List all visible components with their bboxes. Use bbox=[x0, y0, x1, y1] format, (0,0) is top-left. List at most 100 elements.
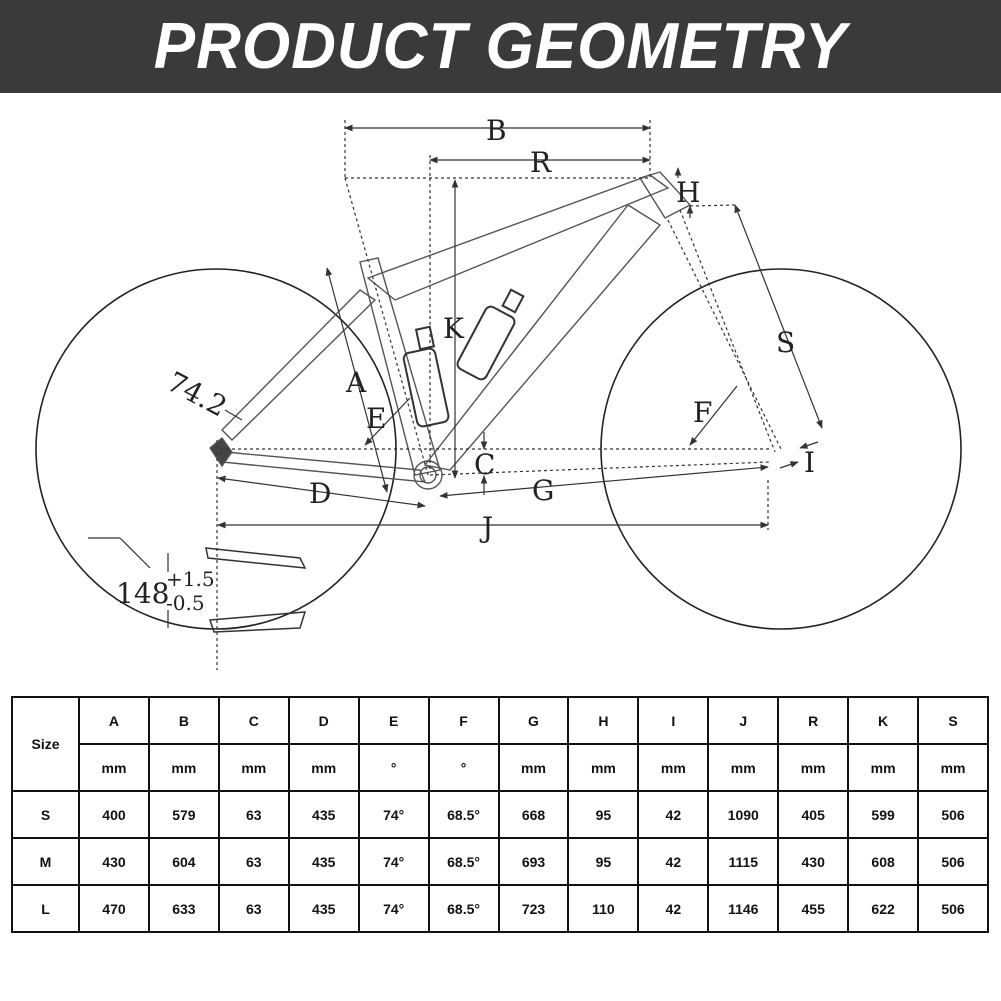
value-cell: 42 bbox=[637, 884, 710, 933]
value-cell: 68.5° bbox=[427, 790, 500, 839]
label-spacing: 148 bbox=[116, 577, 169, 610]
unit-cell: mm bbox=[707, 743, 780, 792]
value-cell: 633 bbox=[147, 884, 220, 933]
column-header: F bbox=[427, 696, 500, 745]
column-header: B bbox=[147, 696, 220, 745]
label-k: K bbox=[443, 312, 465, 345]
value-cell: 63 bbox=[217, 837, 290, 886]
value-cell: 506 bbox=[917, 837, 989, 886]
value-cell: 430 bbox=[78, 837, 150, 886]
value-cell: 68.5° bbox=[427, 884, 500, 933]
value-cell: 608 bbox=[847, 837, 920, 886]
column-header: E bbox=[357, 696, 430, 745]
label-g: G bbox=[532, 474, 554, 507]
value-cell: 95 bbox=[567, 790, 640, 839]
value-cell: 63 bbox=[217, 884, 290, 933]
value-cell: 1115 bbox=[707, 837, 780, 886]
label-j: J bbox=[479, 511, 493, 544]
value-cell: 599 bbox=[847, 790, 920, 839]
unit-cell: mm bbox=[497, 743, 570, 792]
value-cell: 723 bbox=[497, 884, 570, 933]
thru-axle bbox=[205, 547, 307, 633]
value-cell: 68.5° bbox=[427, 837, 500, 886]
value-cell: 622 bbox=[847, 884, 920, 933]
column-header: K bbox=[847, 696, 920, 745]
geometry-diagram: B R H K S A E F C I G D J 74.2 148 +1.5 … bbox=[0, 93, 1001, 693]
page-title: PRODUCT GEOMETRY bbox=[153, 10, 848, 83]
value-cell: 604 bbox=[147, 837, 220, 886]
column-header: D bbox=[287, 696, 360, 745]
unit-cell: ° bbox=[357, 743, 430, 792]
value-cell: 400 bbox=[78, 790, 150, 839]
header-banner: PRODUCT GEOMETRY bbox=[0, 0, 1001, 93]
column-header: C bbox=[217, 696, 290, 745]
bike-frame-drawing: B R H K S A E F C I G D J 74.2 148 +1.5 … bbox=[35, 114, 962, 670]
column-header: R bbox=[777, 696, 850, 745]
unit-cell: mm bbox=[147, 743, 220, 792]
value-cell: 42 bbox=[637, 790, 710, 839]
unit-cell: mm bbox=[217, 743, 290, 792]
value-cell: 693 bbox=[497, 837, 570, 886]
label-c: C bbox=[474, 448, 495, 481]
label-spacing-minus: -0.5 bbox=[166, 591, 205, 615]
value-cell: 95 bbox=[567, 837, 640, 886]
column-header: I bbox=[637, 696, 710, 745]
column-header: A bbox=[78, 696, 150, 745]
column-header: S bbox=[917, 696, 989, 745]
unit-cell: mm bbox=[777, 743, 850, 792]
value-cell: 435 bbox=[287, 837, 360, 886]
value-cell: 1146 bbox=[707, 884, 780, 933]
column-header: J bbox=[707, 696, 780, 745]
label-a: A bbox=[345, 366, 367, 399]
unit-cell: mm bbox=[847, 743, 920, 792]
unit-cell: mm bbox=[567, 743, 640, 792]
label-spacing-plus: +1.5 bbox=[166, 567, 215, 591]
value-cell: 435 bbox=[287, 884, 360, 933]
value-cell: 668 bbox=[497, 790, 570, 839]
column-header: H bbox=[567, 696, 640, 745]
unit-cell: mm bbox=[78, 743, 150, 792]
size-cell: L bbox=[11, 884, 80, 933]
unit-cell: mm bbox=[917, 743, 989, 792]
label-b: B bbox=[486, 114, 507, 147]
value-cell: 405 bbox=[777, 790, 850, 839]
size-header: Size bbox=[11, 696, 80, 792]
unit-cell: ° bbox=[427, 743, 500, 792]
value-cell: 110 bbox=[567, 884, 640, 933]
value-cell: 506 bbox=[917, 884, 989, 933]
label-r: R bbox=[530, 146, 552, 179]
value-cell: 74° bbox=[357, 790, 430, 839]
label-d: D bbox=[309, 477, 331, 510]
value-cell: 506 bbox=[917, 790, 989, 839]
value-cell: 435 bbox=[287, 790, 360, 839]
size-cell: S bbox=[11, 790, 80, 839]
label-angle: 74.2 bbox=[162, 365, 233, 423]
value-cell: 63 bbox=[217, 790, 290, 839]
value-cell: 1090 bbox=[707, 790, 780, 839]
size-cell: M bbox=[11, 837, 80, 886]
column-header: G bbox=[497, 696, 570, 745]
label-s: S bbox=[776, 326, 795, 359]
value-cell: 470 bbox=[78, 884, 150, 933]
value-cell: 579 bbox=[147, 790, 220, 839]
unit-cell: mm bbox=[287, 743, 360, 792]
value-cell: 455 bbox=[777, 884, 850, 933]
unit-cell: mm bbox=[637, 743, 710, 792]
value-cell: 430 bbox=[777, 837, 850, 886]
bottle-cage-left bbox=[402, 325, 450, 428]
label-e: E bbox=[366, 402, 386, 435]
label-i: I bbox=[804, 446, 815, 479]
label-f: F bbox=[693, 396, 712, 429]
value-cell: 74° bbox=[357, 884, 430, 933]
value-cell: 74° bbox=[357, 837, 430, 886]
bottle-cage-right bbox=[456, 288, 525, 381]
value-cell: 42 bbox=[637, 837, 710, 886]
label-h: H bbox=[676, 176, 700, 209]
